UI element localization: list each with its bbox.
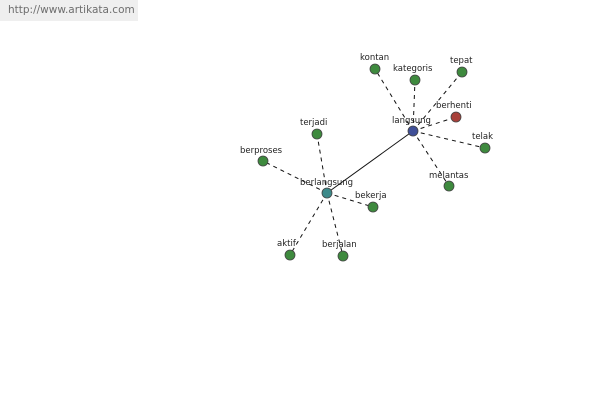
node-berhenti[interactable] (450, 111, 462, 123)
node-label-kategoris: kategoris (393, 64, 433, 74)
node-label-berhenti: berhenti (436, 101, 472, 111)
nodes-layer (257, 63, 491, 262)
watermark-url: http://www.artikata.com (0, 0, 138, 21)
node-label-berproses: berproses (240, 146, 283, 156)
node-label-berjalan: berjalan (322, 240, 357, 250)
edge-langsung-melantas (412, 130, 450, 187)
node-label-aktif: aktif (277, 239, 297, 249)
node-label-terjadi: terjadi (300, 118, 327, 128)
node-label-berlangsung: berlangsung (300, 178, 353, 188)
node-label-langsung: langsung (392, 116, 431, 126)
node-label-tepat: tepat (450, 56, 473, 66)
edge-langsung-kategoris (412, 79, 416, 132)
edge-langsung-berlangsung (326, 130, 414, 194)
node-label-melantas: melantas (429, 171, 469, 181)
edge-berlangsung-berproses (262, 160, 328, 194)
edge-berlangsung-berjalan (326, 192, 344, 257)
node-berproses[interactable] (257, 155, 269, 167)
labels-layer: langsung berlangsung kontan kategoris tepat b… (240, 53, 493, 250)
node-aktif[interactable] (284, 249, 296, 261)
node-label-telak: telak (472, 132, 493, 142)
node-bekerja[interactable] (367, 201, 379, 213)
node-terjadi[interactable] (311, 128, 323, 140)
node-berjalan[interactable] (337, 250, 349, 262)
node-berlangsung[interactable] (321, 187, 333, 199)
node-telak[interactable] (479, 142, 491, 154)
edge-berlangsung-bekerja (326, 192, 374, 208)
node-label-kontan: kontan (360, 53, 389, 63)
node-langsung[interactable] (407, 125, 419, 137)
node-label-bekerja: bekerja (355, 191, 387, 201)
node-kategoris[interactable] (409, 74, 421, 86)
edges-layer (262, 68, 486, 257)
node-melantas[interactable] (443, 180, 455, 192)
node-tepat[interactable] (456, 66, 468, 78)
edge-berlangsung-terjadi (316, 133, 328, 194)
node-kontan[interactable] (369, 63, 381, 75)
